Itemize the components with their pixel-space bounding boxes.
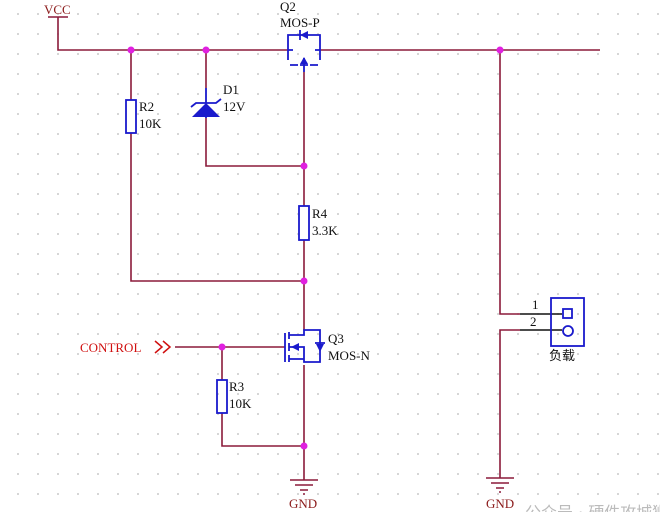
- control-net-label: CONTROL: [80, 340, 141, 355]
- q3-value: MOS-N: [328, 348, 371, 363]
- d1-ref: D1: [223, 82, 239, 97]
- vcc-label: VCC: [44, 2, 71, 17]
- load-pin2-label: 2: [530, 314, 537, 329]
- ground-icon: [486, 477, 514, 493]
- gnd-left-label: GND: [289, 496, 317, 511]
- r2-value: 10K: [139, 116, 162, 131]
- r4-value: 3.3K: [312, 223, 338, 238]
- r3-ref: R3: [229, 379, 244, 394]
- d1-zener-symbol: [190, 88, 222, 118]
- watermark: 公众号 · 硬件攻城狮: [525, 503, 660, 512]
- q2-ref: Q2: [280, 0, 296, 14]
- r2-ref: R2: [139, 99, 154, 114]
- q3-nmos-symbol: [284, 329, 325, 363]
- q2-value: MOS-P: [280, 15, 320, 30]
- ground-icon: [290, 479, 318, 495]
- junctions: [127, 46, 504, 450]
- load-pin1-label: 1: [532, 297, 539, 312]
- q2-pmos-symbol: [287, 30, 321, 72]
- r2-resistor-symbol: [125, 99, 137, 134]
- r3-value: 10K: [229, 396, 252, 411]
- load-connector-symbol: [550, 297, 585, 347]
- gnd-right-label: GND: [486, 496, 514, 511]
- d1-value: 12V: [223, 99, 246, 114]
- q3-ref: Q3: [328, 331, 344, 346]
- control-port-chevron-icon: [154, 340, 172, 354]
- r4-ref: R4: [312, 206, 328, 221]
- wires: [48, 16, 600, 480]
- load-label: 负载: [549, 349, 575, 364]
- r3-resistor-symbol: [216, 379, 228, 414]
- r4-resistor-symbol: [298, 205, 310, 241]
